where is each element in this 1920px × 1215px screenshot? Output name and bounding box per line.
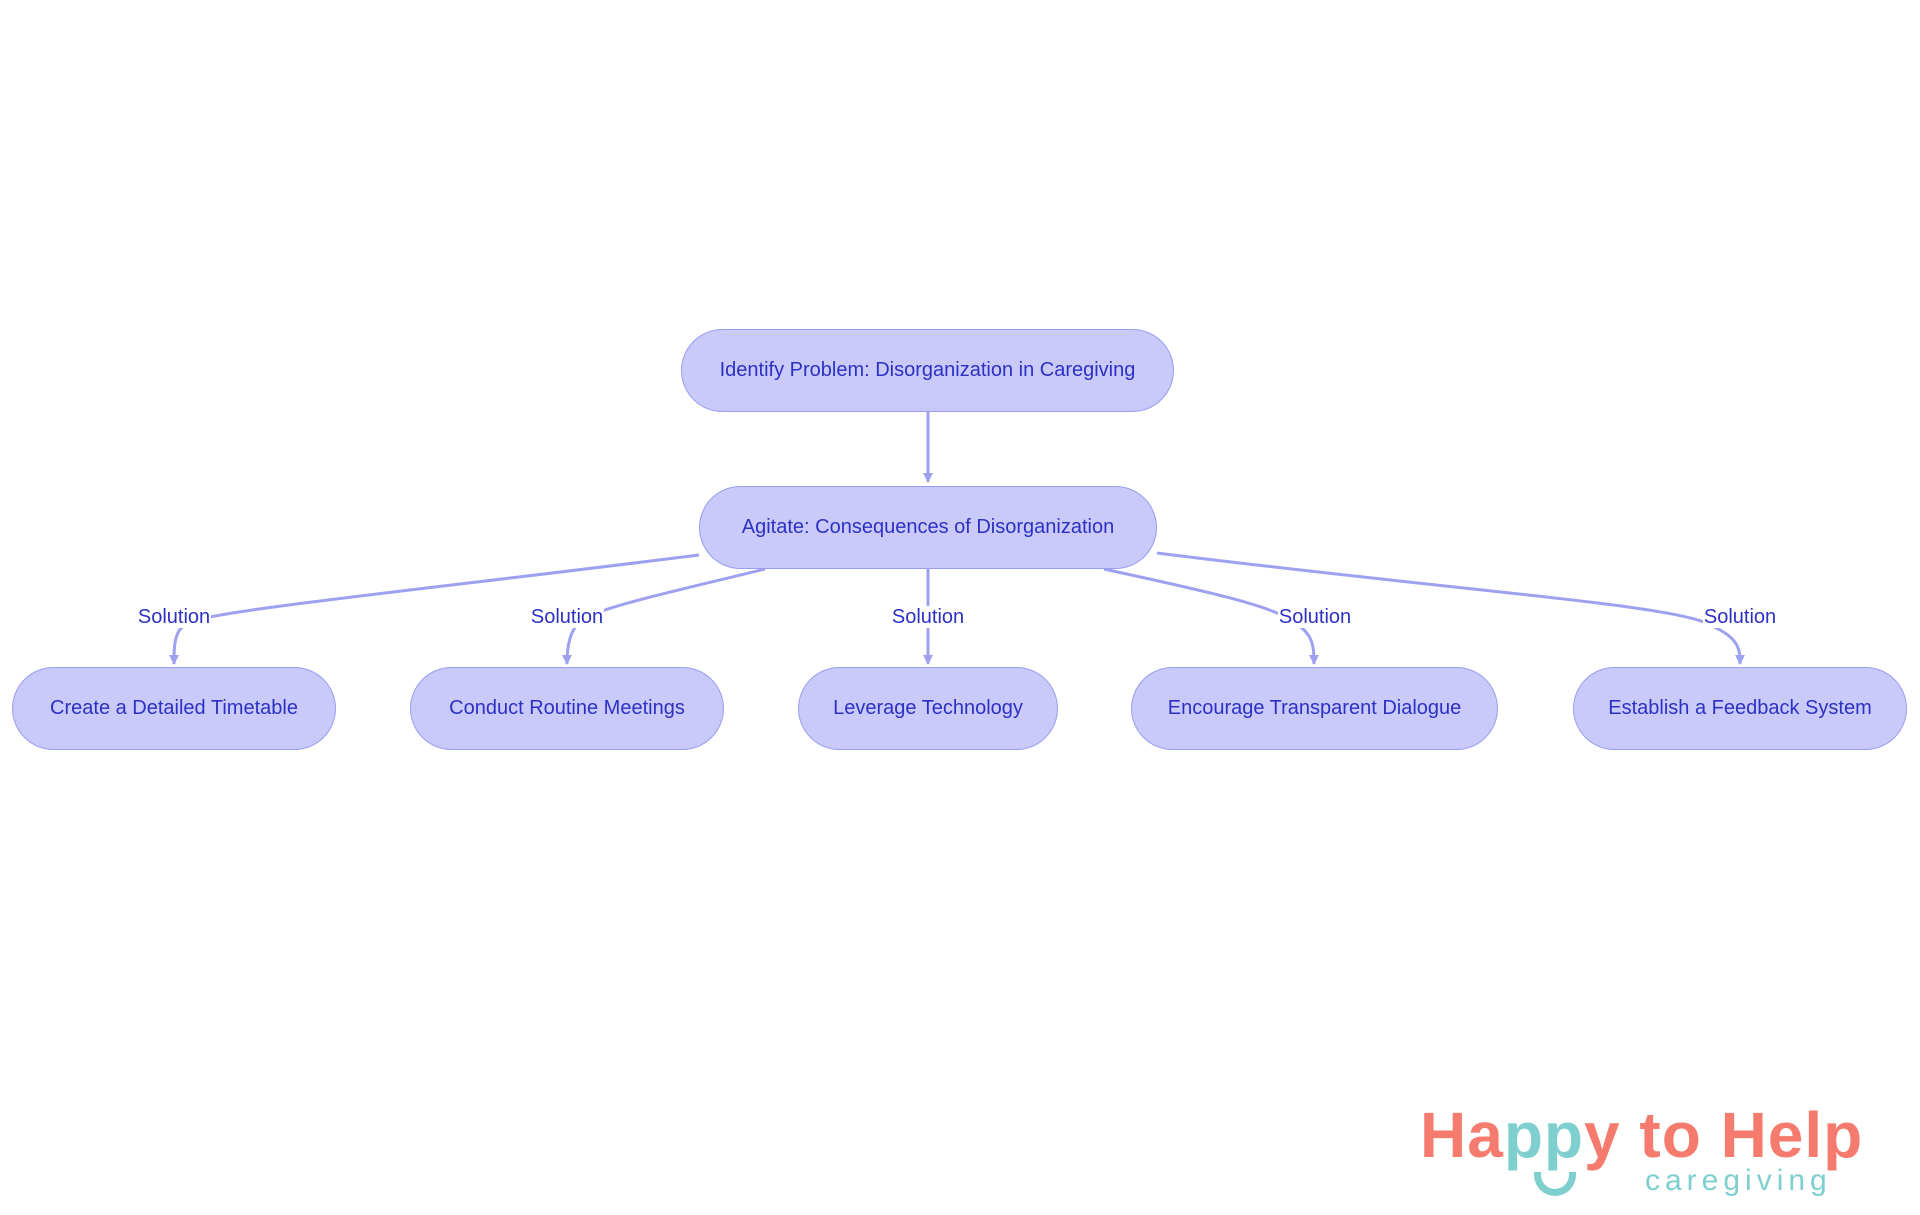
- node-conduct-routine-meetings: Conduct Routine Meetings: [410, 667, 724, 750]
- logo-wordmark: Happy to Help: [1420, 1100, 1863, 1170]
- edge-agitate-feedback: [1156, 551, 1745, 665]
- edge-agitate-timetable: [169, 553, 700, 665]
- node-create-detailed-timetable: Create a Detailed Timetable: [12, 667, 336, 750]
- logo-text-rest: y to Help: [1584, 1099, 1864, 1171]
- logo-text-ha: Ha: [1420, 1099, 1504, 1171]
- node-establish-feedback-system: Establish a Feedback System: [1573, 667, 1907, 750]
- happy-to-help-logo: Happy to Help caregiving: [1420, 1100, 1880, 1215]
- edge-label-solution: Solution: [136, 606, 212, 628]
- logo-subtitle: caregiving: [1645, 1164, 1832, 1197]
- node-encourage-transparent-dialogue: Encourage Transparent Dialogue: [1131, 667, 1498, 750]
- node-agitate: Agitate: Consequences of Disorganization: [699, 486, 1157, 569]
- edge-label-solution: Solution: [1702, 606, 1778, 628]
- edge-label-solution: Solution: [529, 606, 605, 628]
- node-identify-problem: Identify Problem: Disorganization in Car…: [681, 329, 1174, 412]
- logo-text-pp: pp: [1503, 1099, 1584, 1171]
- edge-label-solution: Solution: [890, 606, 966, 628]
- edge-label-solution: Solution: [1277, 606, 1353, 628]
- node-leverage-technology: Leverage Technology: [798, 667, 1058, 750]
- smile-icon: [1534, 1172, 1576, 1196]
